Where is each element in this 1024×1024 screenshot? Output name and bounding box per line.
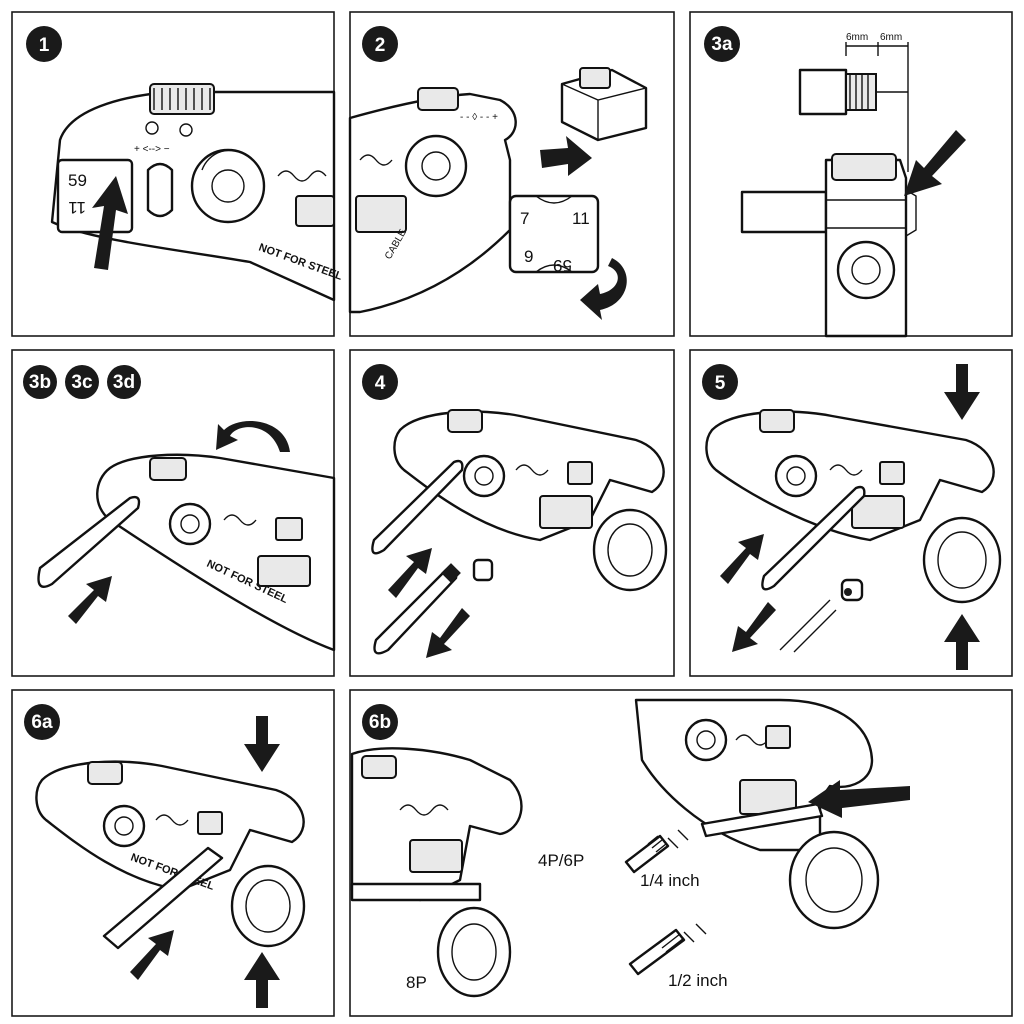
panel-step-5: 5 <box>689 349 1013 677</box>
down-left-arrow <box>426 608 470 658</box>
measure-label-left: 6mm <box>846 32 868 43</box>
panel-step-3a: 3a 6mm 6mm <box>689 11 1013 338</box>
step-badge <box>65 365 99 399</box>
stripper-tool-illustration: NOT FOR STEEL <box>35 760 306 948</box>
down-left-arrow <box>904 130 966 196</box>
step-badge <box>23 365 57 399</box>
svg-text:- - ◊ - - +: - - ◊ - - + <box>460 112 498 123</box>
cut-jacket-piece <box>472 558 494 582</box>
right-arrow <box>540 136 592 176</box>
rotate-arrow <box>580 258 627 320</box>
up-right-arrow <box>388 548 432 598</box>
left-arrow <box>808 780 910 818</box>
step-number: 3a <box>711 34 733 55</box>
step-badge <box>704 26 740 62</box>
inserted-cable <box>37 495 141 588</box>
stripper-tool-illustration <box>393 409 668 592</box>
measure-label-right: 6mm <box>880 32 902 43</box>
up-arrow <box>92 176 128 270</box>
flat-cable <box>102 846 224 950</box>
panel-step-6a: 6a NOT FOR STEEL <box>11 689 335 1017</box>
label-4p6p: 4P/6P <box>538 851 584 870</box>
label-half-inch: 1/2 inch <box>668 971 728 990</box>
cassette-label-7: 7 <box>520 209 529 228</box>
stripper-tool-illustration <box>705 409 1002 604</box>
step-badge <box>702 364 738 400</box>
inserted-cable <box>371 459 464 555</box>
step-number: 4 <box>375 373 386 394</box>
cable-core-outline <box>779 599 837 653</box>
step-number: 1 <box>39 35 50 56</box>
down-arrow <box>944 364 980 420</box>
step-number: 3d <box>113 372 135 393</box>
cassette-label-11: 11 <box>572 209 590 228</box>
blade-cassette-3d <box>560 67 648 142</box>
up-right-arrow <box>130 930 174 980</box>
step-number: 5 <box>715 373 726 394</box>
label-8p: 8P <box>406 973 427 992</box>
panel-step-1: 1 + <--> − 59 11 NOT FOR STEEL <box>11 11 344 337</box>
up-arrow <box>944 614 980 670</box>
down-arrow <box>244 716 280 772</box>
step-number: 6a <box>31 712 53 733</box>
up-arrow <box>244 952 280 1008</box>
step-badge <box>24 704 60 740</box>
blade-cassette-flat: 7 11 9 59 <box>508 194 600 275</box>
stripper-tool-end-view <box>740 153 917 338</box>
coax-cable <box>798 68 908 116</box>
step-number: 3c <box>71 372 93 393</box>
panel-step-6b: 6b 4P/6P 8P 1/4 inch <box>349 689 1013 1017</box>
step-badge <box>362 364 398 400</box>
step-badge <box>362 26 398 62</box>
down-left-arrow <box>732 602 776 652</box>
cassette-label-59: 59 <box>553 256 572 275</box>
quarter-inch-strip-diagram <box>624 829 689 874</box>
stripper-tool-illustration-left <box>350 747 523 998</box>
die-label-11: 11 <box>68 198 86 217</box>
step-badge <box>26 26 62 62</box>
panel-step-2: 2 CABLE - - ◊ - - + 7 11 9 59 <box>348 11 675 337</box>
stripper-tool-illustration: + <--> − 59 11 NOT FOR STEEL <box>50 83 344 302</box>
cassette-label-9: 9 <box>524 247 533 266</box>
panel-step-4: 4 <box>349 349 675 677</box>
stripper-tool-illustration: CABLE - - ◊ - - + <box>348 87 517 314</box>
step-number: 6b <box>369 712 391 733</box>
half-inch-strip-diagram <box>628 923 707 976</box>
label-quarter-inch: 1/4 inch <box>640 871 700 890</box>
step-number: 2 <box>375 35 386 56</box>
up-right-arrow <box>720 534 764 584</box>
rotate-arrow <box>216 420 290 452</box>
die-label-59: 59 <box>68 171 87 190</box>
step-badge <box>107 365 141 399</box>
svg-text:+ <--> −: + <--> − <box>134 144 170 155</box>
step-number: 3b <box>29 372 51 393</box>
up-right-arrow <box>68 576 112 624</box>
step-badge <box>362 704 398 740</box>
inserted-cable <box>761 485 866 591</box>
flat-cable <box>700 802 824 838</box>
panel-step-3bcd: 3b 3c 3d NOT FOR STEEL <box>11 349 336 677</box>
